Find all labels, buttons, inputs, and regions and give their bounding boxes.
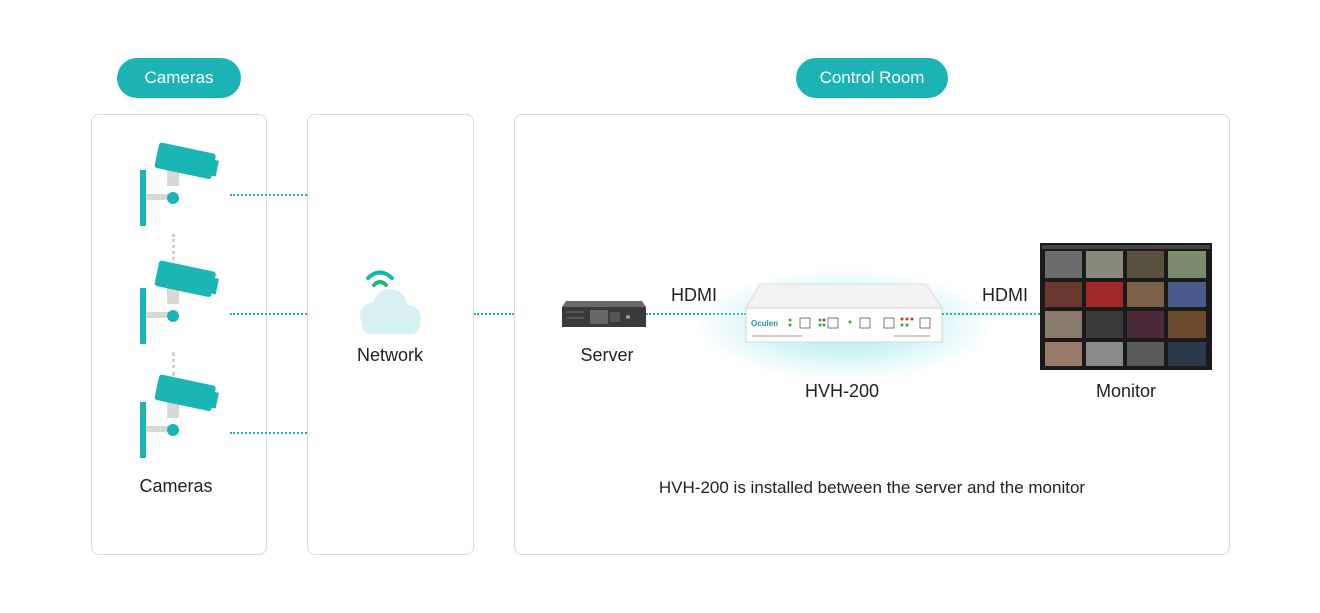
hdmi-label-right: HDMI [982,285,1028,305]
network-label: Network [356,345,423,365]
security-camera-icon [140,374,219,458]
server-label: Server [580,345,634,365]
network-panel [307,114,474,555]
monitor-icon [1040,243,1212,370]
security-camera-icon [140,260,219,344]
camera-separator-dots [172,352,175,376]
hvh-200-device [745,283,943,343]
hdmi-link-line [942,313,1040,315]
hdmi-link-line [646,313,746,315]
control-room-header: Control Room [796,58,948,98]
hdmi-label-left: HDMI [671,285,717,305]
cameras-panel [91,114,267,555]
camera-separator-dots [172,234,175,260]
security-camera-icon [140,142,219,226]
monitor-label: Monitor [1095,381,1157,401]
device-label: HVH-200 [804,381,880,401]
device-brand: Oculen [751,319,779,328]
cameras-header: Cameras [117,58,241,98]
camera-link-line [230,194,307,196]
wifi-icon [366,270,394,287]
network-link-line [474,313,514,315]
camera-link-line [230,313,307,315]
cloud-icon [360,289,421,334]
cameras-label: Cameras [139,476,213,496]
server-icon [562,301,646,327]
camera-link-line [230,432,307,434]
caption: HVH-200 is installed between the server … [658,478,1086,497]
